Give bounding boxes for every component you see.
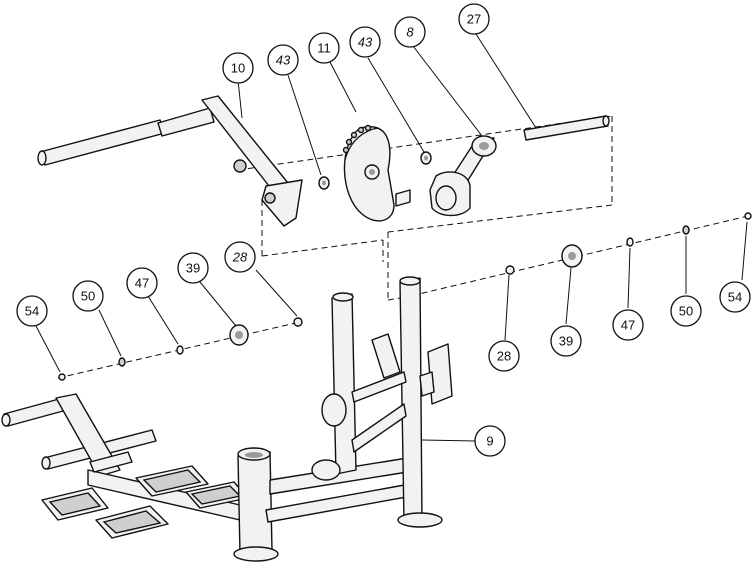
callout-50-left: 50 — [72, 280, 104, 312]
callout-label: 47 — [135, 276, 149, 291]
callout-label: 54 — [25, 304, 39, 319]
callout-47-right: 47 — [612, 309, 644, 341]
base-frame-9 — [1, 276, 453, 562]
callout-10: 10 — [222, 52, 254, 84]
callout-label: 28 — [497, 349, 511, 364]
callout-label: 39 — [186, 261, 200, 276]
shaft-27 — [523, 115, 610, 141]
callout-label: 39 — [559, 334, 573, 349]
handle-arm-10 — [37, 95, 303, 227]
callout-label: 50 — [81, 289, 95, 304]
callout-27: 27 — [458, 3, 490, 35]
callout-label: 28 — [232, 250, 248, 265]
callout-8: 8 — [394, 16, 426, 48]
washer-43-right — [420, 151, 432, 165]
callout-9: 9 — [474, 425, 506, 457]
right-hardware-stack — [505, 212, 752, 275]
callout-28-left: 28 — [224, 241, 256, 273]
callout-label: 43 — [276, 53, 291, 68]
leader-lines — [35, 33, 748, 442]
callout-label: 10 — [231, 61, 245, 76]
callout-label: 50 — [679, 304, 693, 319]
callout-54-left: 54 — [16, 295, 48, 327]
left-hardware-stack — [58, 317, 303, 381]
callout-39-right: 39 — [550, 325, 582, 357]
lever-arm-8 — [429, 135, 497, 217]
callout-28-right: 28 — [488, 340, 520, 372]
callout-39-left: 39 — [177, 252, 209, 284]
callout-label: 8 — [406, 25, 414, 40]
callout-label: 54 — [728, 290, 742, 305]
callout-50-right: 50 — [670, 295, 702, 327]
callout-label: 47 — [621, 318, 635, 333]
callout-label: 27 — [467, 12, 481, 27]
callout-47-left: 47 — [126, 267, 158, 299]
callout-11: 11 — [308, 32, 340, 64]
callout-label: 11 — [317, 41, 331, 56]
callout-43-left: 43 — [267, 44, 299, 76]
callout-label: 43 — [358, 35, 373, 50]
washer-43-left — [318, 176, 330, 190]
cam-plate-11 — [342, 124, 411, 222]
callout-label: 9 — [486, 434, 493, 449]
callout-54-right: 54 — [719, 281, 751, 313]
callout-43-right: 43 — [349, 26, 381, 58]
